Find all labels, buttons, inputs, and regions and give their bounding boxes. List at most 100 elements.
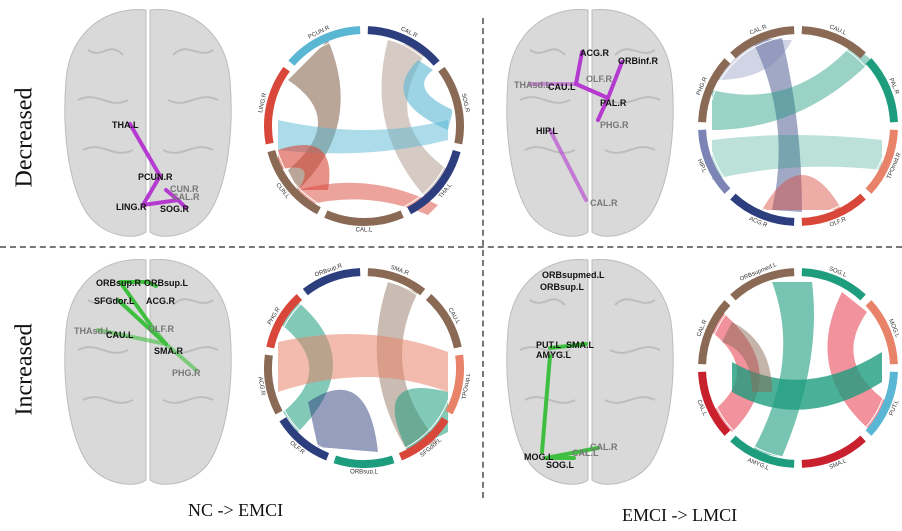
connectivity-edges bbox=[540, 342, 600, 460]
column-label-emci-lmci: EMCI -> LMCI bbox=[622, 505, 738, 525]
node-label: CAL.R bbox=[590, 198, 618, 208]
chord-segment bbox=[865, 58, 898, 123]
chord-segment bbox=[698, 300, 731, 365]
chord-segment bbox=[730, 435, 795, 468]
chord-segment bbox=[367, 26, 440, 66]
node-label: OLF.R bbox=[148, 324, 174, 334]
chord-ring bbox=[264, 26, 464, 226]
chord-ring bbox=[698, 268, 898, 468]
node-label: PHG.R bbox=[172, 368, 201, 378]
chord-diagram-increased-emci-lmci: SOG.LMOG.LPUT.LSMA.LAMYG.LCAL.LCAL.RORBs… bbox=[695, 262, 900, 472]
chord-segment bbox=[865, 300, 898, 365]
vertical-divider bbox=[482, 18, 484, 498]
chord-ribbons bbox=[278, 282, 448, 452]
chord-inner-outline bbox=[707, 35, 889, 217]
chord-segment bbox=[730, 193, 795, 226]
node-label: ORBinf.R bbox=[618, 56, 658, 66]
brain-panel-increased-emci-lmci: ORBsupmed.L ORBsup.L PUT.L SMA.L AMYG.L … bbox=[506, 259, 674, 485]
chord-segment-label: LING.R bbox=[258, 92, 268, 113]
chord-segment-label: CAL.L bbox=[356, 228, 373, 232]
node-label: THA.L bbox=[112, 120, 139, 130]
chord-segment bbox=[407, 149, 461, 215]
chord-ribbons bbox=[712, 38, 882, 212]
connectivity-edges bbox=[96, 280, 198, 372]
node-label: CAL.L bbox=[572, 448, 599, 458]
row-label-increased: Increased bbox=[11, 323, 38, 416]
node-label: ORBsupmed.L bbox=[542, 270, 605, 280]
chord-segment bbox=[266, 294, 303, 349]
connectivity-edges bbox=[128, 122, 188, 210]
node-label: THAsd.L bbox=[74, 326, 112, 336]
chord-segment bbox=[801, 193, 866, 226]
column-label-nc-emci: NC -> EMCI bbox=[188, 500, 284, 520]
chord-segment bbox=[279, 417, 330, 461]
node-label: CAU.L bbox=[548, 82, 576, 92]
brain-panel-decreased-nc-emci: THA.L PCUN.R CUN.R LING.R SOG.R CAL.R bbox=[64, 9, 232, 237]
chord-segment-label: ORBsup.L bbox=[350, 470, 378, 474]
chord-inner-outline bbox=[273, 35, 455, 217]
node-label: CUN.R bbox=[170, 184, 199, 194]
chord-segment bbox=[801, 26, 866, 59]
brain-panel-increased-nc-emci: ORBsup.R ORBsup.L SFGdor.L ACG.R THAsd.L… bbox=[64, 259, 232, 485]
node-label: ORBsup.L bbox=[540, 282, 585, 292]
horizontal-divider bbox=[0, 246, 902, 248]
node-label: PCUN.R bbox=[138, 172, 173, 182]
node-label: SOG.L bbox=[546, 460, 575, 470]
node-label: SMA.L bbox=[566, 340, 595, 350]
chord-segment bbox=[730, 26, 795, 59]
chord-segment bbox=[288, 26, 361, 66]
node-label: ACG.R bbox=[146, 296, 176, 306]
node-label: ORBsup.L bbox=[144, 278, 189, 288]
chord-diagram-decreased-emci-lmci: CAU.LPAL.RTPOmid.ROLF.RACG.RHIP.LPHG.RCA… bbox=[696, 24, 902, 229]
node-label: CAL.R bbox=[590, 442, 618, 452]
chord-segment bbox=[425, 294, 462, 349]
node-label: LING.R bbox=[116, 202, 147, 212]
chord-segment bbox=[367, 268, 426, 296]
chord-ring bbox=[264, 268, 464, 468]
node-label: SFGdor.L bbox=[94, 296, 135, 306]
brain-outline bbox=[64, 9, 232, 237]
node-label: SMA.R bbox=[154, 346, 184, 356]
chord-segment-label: HIP.L bbox=[696, 158, 707, 174]
chord-segment-label: ACG.R bbox=[258, 376, 266, 396]
chord-segment bbox=[801, 268, 866, 301]
node-label: AMYG.L bbox=[536, 350, 572, 360]
chord-inner-outline bbox=[707, 277, 889, 459]
chord-segment bbox=[698, 129, 731, 194]
chord-segment bbox=[264, 66, 290, 145]
chord-segment bbox=[302, 268, 361, 296]
brain-panel-decreased-emci-lmci: ACG.R ORBinf.R THAsd.L CAU.L OLF.R PAL.R… bbox=[506, 9, 674, 237]
node-label: MOG.L bbox=[524, 452, 554, 462]
chord-ribbons bbox=[278, 40, 453, 215]
node-label: ORBsup.R bbox=[96, 278, 142, 288]
chord-segment bbox=[264, 354, 283, 415]
brain-outline bbox=[506, 9, 674, 237]
node-label: OLF.R bbox=[586, 74, 612, 84]
chord-segment bbox=[438, 66, 464, 145]
chord-inner-outline bbox=[273, 277, 455, 459]
chord-segment bbox=[267, 149, 321, 215]
chord-segment-label: SOG.R bbox=[460, 93, 470, 114]
node-label: THAsd.L bbox=[514, 80, 552, 90]
chord-segment bbox=[730, 268, 795, 301]
node-label: ACG.R bbox=[580, 48, 610, 58]
chord-segment bbox=[445, 354, 464, 415]
chord-segment bbox=[398, 417, 449, 461]
chord-segment bbox=[333, 455, 395, 468]
chord-segment bbox=[865, 129, 898, 194]
node-label: PHG.R bbox=[600, 120, 629, 130]
chord-segment bbox=[698, 371, 731, 436]
chord-segment bbox=[801, 435, 866, 468]
node-label: PUT.L bbox=[536, 340, 562, 350]
node-label: CAL.R bbox=[172, 192, 200, 202]
chord-segment bbox=[698, 58, 731, 123]
chord-segment bbox=[324, 210, 404, 226]
chord-segment-label: TPOsup.L bbox=[462, 372, 470, 400]
row-label-decreased: Decreased bbox=[11, 87, 38, 188]
chord-ribbons bbox=[712, 282, 887, 457]
brain-outline bbox=[64, 259, 232, 485]
connectivity-edges bbox=[528, 50, 624, 202]
node-label: SOG.R bbox=[160, 204, 190, 214]
chord-segment bbox=[865, 371, 898, 436]
